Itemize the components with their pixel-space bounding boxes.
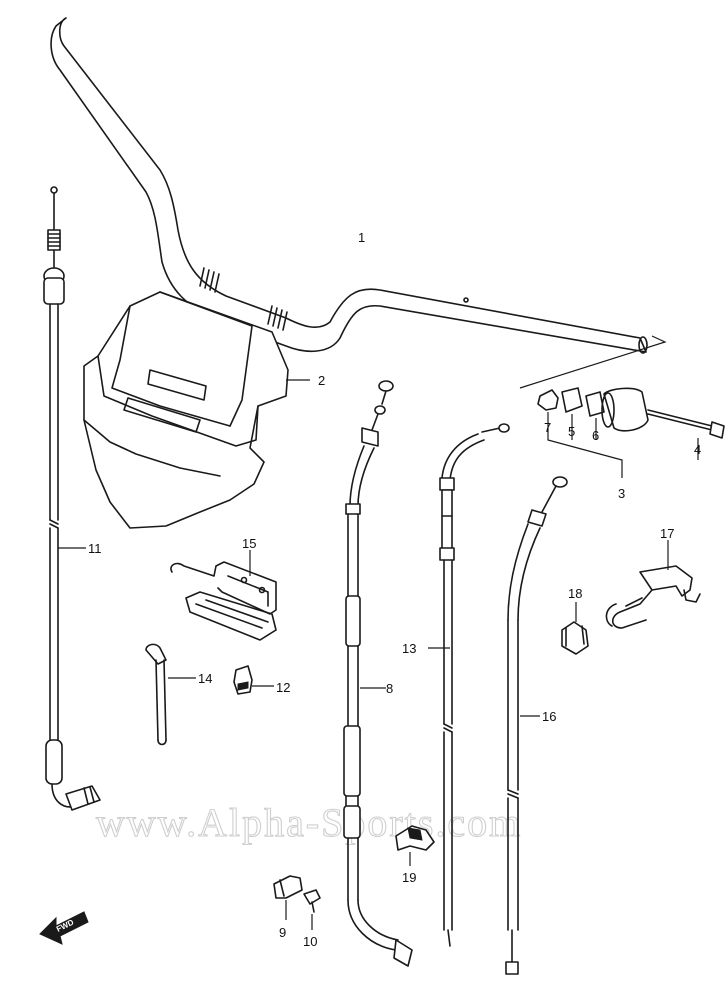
callout-15: 15 — [242, 536, 256, 551]
clamp-18-part — [561, 602, 589, 655]
callout-12: 12 — [276, 680, 290, 695]
callout-17: 17 — [660, 526, 674, 541]
holder-17-part — [605, 540, 701, 629]
callout-11: 11 — [88, 541, 102, 556]
callout-2: 2 — [318, 373, 325, 388]
pin-14-part — [145, 643, 196, 746]
callout-9: 9 — [279, 925, 286, 940]
cable-8-part — [343, 380, 413, 967]
cable-11-part — [43, 186, 101, 811]
callout-7: 7 — [544, 420, 551, 435]
handlebar-part — [50, 17, 667, 389]
callout-13: 13 — [402, 641, 416, 656]
callout-4: 4 — [694, 442, 701, 457]
bracket-15-part — [170, 550, 277, 641]
callout-19: 19 — [402, 870, 416, 885]
cable-16-part — [505, 476, 568, 975]
bolt-10-part — [303, 889, 321, 930]
plate-9-part — [273, 875, 303, 920]
watermark-text: www.Alpha-Sports.com — [96, 800, 522, 845]
callout-14: 14 — [198, 671, 212, 686]
fwd-arrow-icon: FWD — [39, 911, 89, 945]
callout-5: 5 — [568, 424, 575, 439]
callout-10: 10 — [303, 934, 317, 949]
grip-end-assembly — [537, 387, 725, 478]
clip-12-part — [233, 665, 274, 695]
handlebar-pad-part — [83, 291, 310, 529]
callout-18: 18 — [568, 586, 582, 601]
callout-3: 3 — [618, 486, 625, 501]
callout-1: 1 — [358, 230, 365, 245]
clip-19-part — [395, 825, 435, 866]
callout-6: 6 — [592, 428, 599, 443]
cable-13-part — [428, 423, 510, 947]
callout-8: 8 — [386, 681, 393, 696]
callout-16: 16 — [542, 709, 556, 724]
